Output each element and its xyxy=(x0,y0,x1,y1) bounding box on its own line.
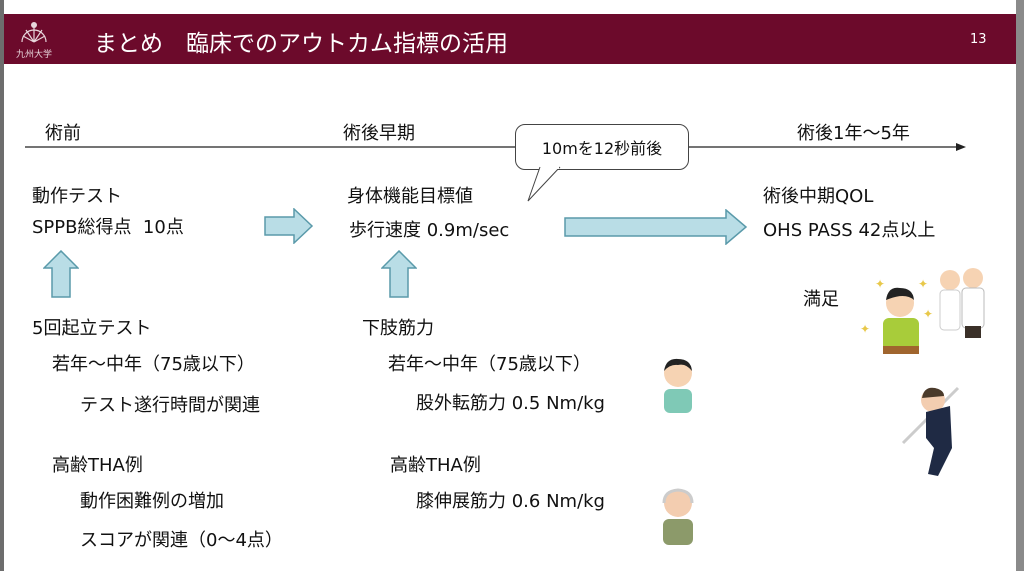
col1-group2-item2: スコアが関連（0～4点） xyxy=(80,530,283,551)
timeline-pre: 術前 xyxy=(45,123,81,144)
slide-title: まとめ 臨床でのアウトカム指標の活用 xyxy=(94,31,508,57)
timeline-early: 術後早期 xyxy=(343,123,415,144)
col1-value: SPPB総得点 10点 xyxy=(32,217,184,238)
svg-text:✦: ✦ xyxy=(918,277,928,291)
satisfaction-label: 満足 xyxy=(803,289,839,310)
slide-header: 九州大学 まとめ 臨床でのアウトカム指標の活用 13 xyxy=(4,14,1016,64)
col1-group2-item1: 動作困難例の増加 xyxy=(80,491,224,512)
svg-text:✦: ✦ xyxy=(923,307,933,321)
col3-value: OHS PASS 42点以上 xyxy=(763,220,936,241)
col2-heading: 身体機能目標値 xyxy=(347,186,473,207)
callout-bubble: 10mを12秒前後 xyxy=(515,124,689,170)
businessman-illustration xyxy=(901,386,960,476)
elderly-patient-illustration xyxy=(662,488,694,545)
col1-subheading: 5回起立テスト xyxy=(32,318,152,339)
page-number: 13 xyxy=(970,32,987,47)
col2-group2: 高齢THA例 xyxy=(390,455,481,476)
left-edge xyxy=(0,0,4,571)
happy-people-illustration: ✦ ✦ ✦ ✦ xyxy=(860,268,985,354)
sparkle-icon: ✦ ✦ ✦ ✦ xyxy=(860,277,933,336)
col2-group1: 若年～中年（75歳以下） xyxy=(388,354,591,375)
timeline-arrow xyxy=(25,143,966,151)
col1-group1: 若年～中年（75歳以下） xyxy=(52,354,255,375)
col1-heading: 動作テスト xyxy=(32,186,122,207)
col1-group2: 高齢THA例 xyxy=(52,455,143,476)
col2-subheading: 下肢筋力 xyxy=(362,318,434,339)
up-arrow-2 xyxy=(381,250,417,298)
col2-group1-item: 股外転筋力 0.5 Nm/kg xyxy=(416,393,605,414)
svg-text:✦: ✦ xyxy=(875,277,885,291)
right-arrow-2 xyxy=(564,209,748,245)
col2-value: 歩行速度 0.9m/sec xyxy=(349,220,510,241)
col3-heading: 術後中期QOL xyxy=(763,186,874,207)
callout-tail xyxy=(527,166,561,202)
young-patient-illustration xyxy=(664,358,692,413)
timeline-late: 術後1年～5年 xyxy=(797,123,910,144)
col2-group2-item: 膝伸展筋力 0.6 Nm/kg xyxy=(416,491,605,512)
right-edge xyxy=(1016,0,1024,571)
up-arrow-1 xyxy=(43,250,79,298)
university-logo: 九州大学 xyxy=(14,20,54,60)
col1-group1-item: テスト遂行時間が関連 xyxy=(80,395,260,416)
right-arrow-1 xyxy=(264,208,314,244)
svg-text:✦: ✦ xyxy=(860,322,870,336)
